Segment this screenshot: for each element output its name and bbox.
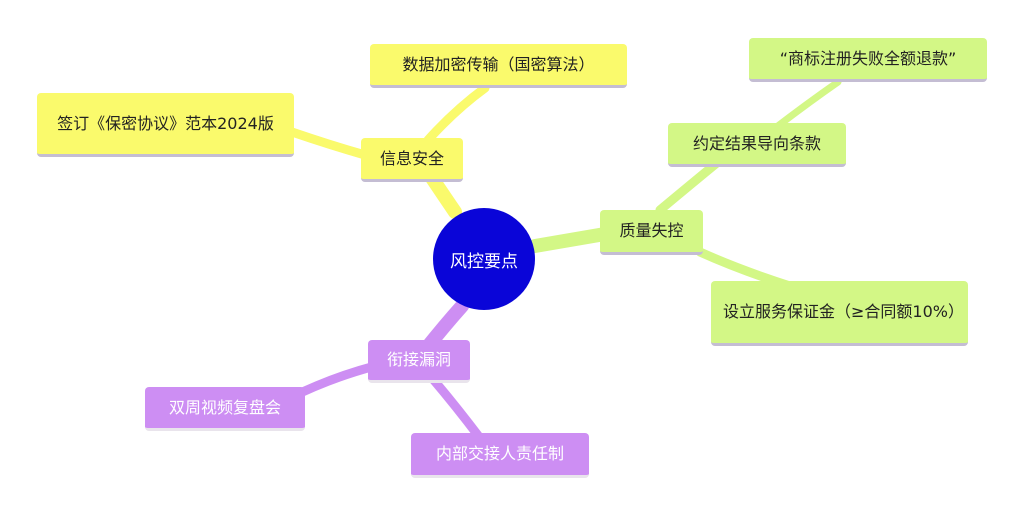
root-label: 风控要点 <box>450 251 518 272</box>
link-quality-result-clause <box>655 157 723 215</box>
root-node[interactable]: 风控要点 <box>433 208 535 310</box>
node-info-security[interactable]: 信息安全 <box>361 138 463 182</box>
node-full-refund-label: “商标注册失败全额退款” <box>779 48 957 68</box>
node-result-clause[interactable]: 约定结果导向条款 <box>668 123 846 167</box>
node-service-deposit-label: 设立服务保证金（≥合同额10%） <box>723 302 964 321</box>
node-handover-gap[interactable]: 衔接漏洞 <box>368 340 470 383</box>
link-root-quality <box>528 227 612 253</box>
link-handover-responsibility <box>427 373 485 443</box>
node-handover-responsibility-label: 内部交接人责任制 <box>435 444 564 463</box>
link-info-security-agreement <box>287 127 370 160</box>
node-biweekly-review[interactable]: 双周视频复盘会 <box>145 387 305 431</box>
link-info-security-encryption <box>423 83 490 145</box>
node-handover-gap-label: 衔接漏洞 <box>386 350 451 369</box>
node-info-security-label: 信息安全 <box>379 148 444 168</box>
node-handover-responsibility[interactable]: 内部交接人责任制 <box>411 433 589 478</box>
node-full-refund[interactable]: “商标注册失败全额退款” <box>749 38 987 82</box>
node-confidentiality-agreement[interactable]: 签订《保密协议》范本2024版 <box>37 93 294 157</box>
node-biweekly-review-label: 双周视频复盘会 <box>168 397 281 417</box>
node-encryption-label: 数据加密传输（国密算法） <box>402 54 595 74</box>
node-quality-control[interactable]: 质量失控 <box>600 210 703 255</box>
node-service-deposit[interactable]: 设立服务保证金（≥合同额10%） <box>711 281 968 346</box>
node-encryption[interactable]: 数据加密传输（国密算法） <box>370 44 627 88</box>
node-quality-control-label: 质量失控 <box>619 221 684 240</box>
node-confidentiality-agreement-label: 签订《保密协议》范本2024版 <box>57 113 274 133</box>
node-result-clause-label: 约定结果导向条款 <box>692 133 821 153</box>
